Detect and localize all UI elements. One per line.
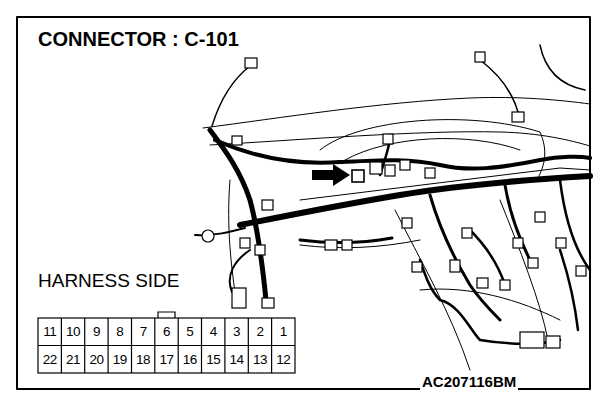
connector — [402, 218, 412, 228]
pin-number: 8 — [108, 318, 131, 346]
connector — [513, 238, 523, 248]
pin-number: 11 — [38, 318, 61, 346]
connector-group — [202, 52, 586, 348]
dash-outline — [210, 132, 590, 146]
cell-divider — [131, 318, 132, 373]
pin-number: 21 — [61, 346, 84, 374]
connector — [245, 58, 257, 68]
connector — [400, 160, 410, 170]
pin-number: 19 — [108, 346, 131, 374]
connector — [262, 298, 274, 308]
pin-number: 9 — [85, 318, 108, 346]
lock-tab — [158, 312, 175, 318]
connector — [425, 168, 435, 178]
connector — [512, 112, 524, 122]
connector-title: CONNECTOR : C-101 — [38, 29, 239, 49]
cell-divider — [107, 318, 108, 373]
pin-number: 18 — [131, 346, 154, 374]
grommet — [202, 230, 214, 242]
row-divider — [38, 345, 295, 346]
cell-divider — [84, 318, 85, 373]
pin-number: 20 — [85, 346, 108, 374]
connector — [556, 238, 566, 248]
pin-number: 7 — [131, 318, 154, 346]
connector — [535, 212, 545, 222]
connector — [370, 162, 382, 174]
pin-number: 5 — [178, 318, 201, 346]
connector — [477, 278, 488, 288]
pin-number: 6 — [155, 318, 178, 346]
pin-number: 4 — [202, 318, 225, 346]
harness-branch — [420, 260, 560, 344]
pin-number: 3 — [225, 318, 248, 346]
connector — [450, 260, 460, 272]
pin-number: 17 — [155, 346, 178, 374]
pin-number: 13 — [248, 346, 271, 374]
harness-branch — [560, 250, 578, 330]
cell-divider — [248, 318, 249, 373]
connector — [385, 165, 395, 176]
connector-outline — [38, 318, 295, 373]
figure-code: AC207116BM — [420, 373, 518, 390]
cell-divider — [154, 318, 155, 373]
connector — [240, 238, 250, 248]
pointer-arrow — [312, 164, 350, 186]
connector-face — [38, 312, 295, 373]
cluster-hood — [345, 139, 520, 160]
connector — [383, 134, 393, 144]
connector — [520, 332, 544, 348]
harness-branch — [505, 185, 530, 260]
pin-number: 14 — [225, 346, 248, 374]
pin-number: 12 — [272, 346, 295, 374]
cell-divider — [201, 318, 202, 373]
harness-branch — [230, 250, 250, 292]
harness-trunk — [240, 176, 590, 225]
connector — [325, 240, 337, 250]
connector — [475, 52, 485, 62]
connector — [232, 136, 242, 145]
connector — [262, 200, 273, 210]
connector — [255, 245, 265, 255]
cell-divider — [224, 318, 225, 373]
connector — [546, 336, 560, 348]
pin-number: 10 — [61, 318, 84, 346]
pin-number: 16 — [178, 346, 201, 374]
pin-number: 22 — [38, 346, 61, 374]
harness-branch — [470, 230, 505, 285]
dash-outline — [500, 200, 548, 340]
connector — [232, 288, 246, 308]
pin-number: 2 — [248, 318, 271, 346]
connector — [576, 266, 586, 276]
connector — [412, 262, 422, 272]
wire — [540, 45, 585, 90]
wire — [212, 66, 250, 126]
frame — [17, 17, 590, 389]
cell-divider — [178, 318, 179, 373]
pin-number: 1 — [272, 318, 295, 346]
connector — [528, 258, 538, 268]
wire — [480, 60, 520, 120]
view-label: HARNESS SIDE — [36, 270, 181, 291]
connector — [500, 280, 510, 290]
pin-number: 15 — [202, 346, 225, 374]
cell-divider — [271, 318, 272, 373]
dash-outline — [420, 289, 560, 320]
cell-divider — [61, 318, 62, 373]
harness-branch — [560, 180, 590, 270]
connector — [342, 240, 352, 250]
connector — [462, 228, 472, 238]
connector — [352, 170, 364, 182]
